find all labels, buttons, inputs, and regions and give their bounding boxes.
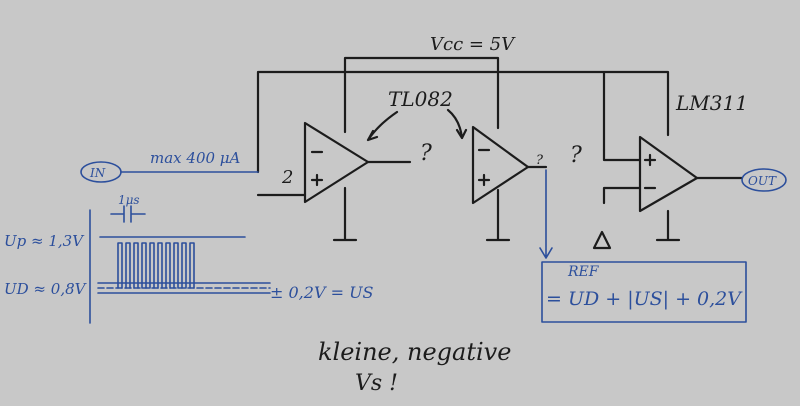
timing-diagram bbox=[89, 205, 271, 324]
out-terminal[interactable]: OUT bbox=[741, 168, 787, 192]
up-level-label: Up ≈ 1,3V bbox=[4, 232, 85, 250]
question-1: ? bbox=[420, 141, 432, 166]
vcc-label: Vcc = 5V bbox=[430, 34, 516, 55]
opamp-1 bbox=[256, 121, 370, 242]
opamp-name-arrow-left bbox=[366, 110, 399, 142]
ref-box bbox=[541, 261, 747, 323]
opamp-name-arrow-right bbox=[446, 108, 468, 140]
pulse-width-label: 1μs bbox=[118, 193, 140, 207]
question-2: ? bbox=[536, 153, 544, 168]
opamp2-to-ref-arrow bbox=[539, 169, 553, 259]
ref-source-symbol bbox=[592, 230, 612, 250]
comparator-lm311 bbox=[602, 135, 699, 242]
vcc-rail bbox=[256, 56, 670, 174]
comparator-name-label: LM311 bbox=[675, 91, 748, 115]
in-terminal[interactable]: IN bbox=[80, 161, 122, 183]
note-line-1: kleine, negative bbox=[318, 338, 511, 366]
in-terminal-label: IN bbox=[89, 166, 106, 180]
gain-label: 2 bbox=[281, 167, 293, 188]
us-level-label: ± 0,2V = US bbox=[270, 283, 374, 302]
out-terminal-label: OUT bbox=[748, 174, 777, 188]
ud-level-label: UD ≈ 0,8V bbox=[4, 280, 88, 298]
opamp-name-label: TL082 bbox=[388, 87, 453, 111]
question-3: ? bbox=[570, 143, 582, 168]
input-current-label: max 400 μA bbox=[150, 149, 241, 167]
opamp-2 bbox=[471, 125, 530, 242]
ref-label: REF bbox=[567, 264, 600, 280]
note-line-2: Vs ! bbox=[355, 371, 398, 396]
ref-formula: = UD + |US| + 0,2V bbox=[546, 288, 743, 310]
